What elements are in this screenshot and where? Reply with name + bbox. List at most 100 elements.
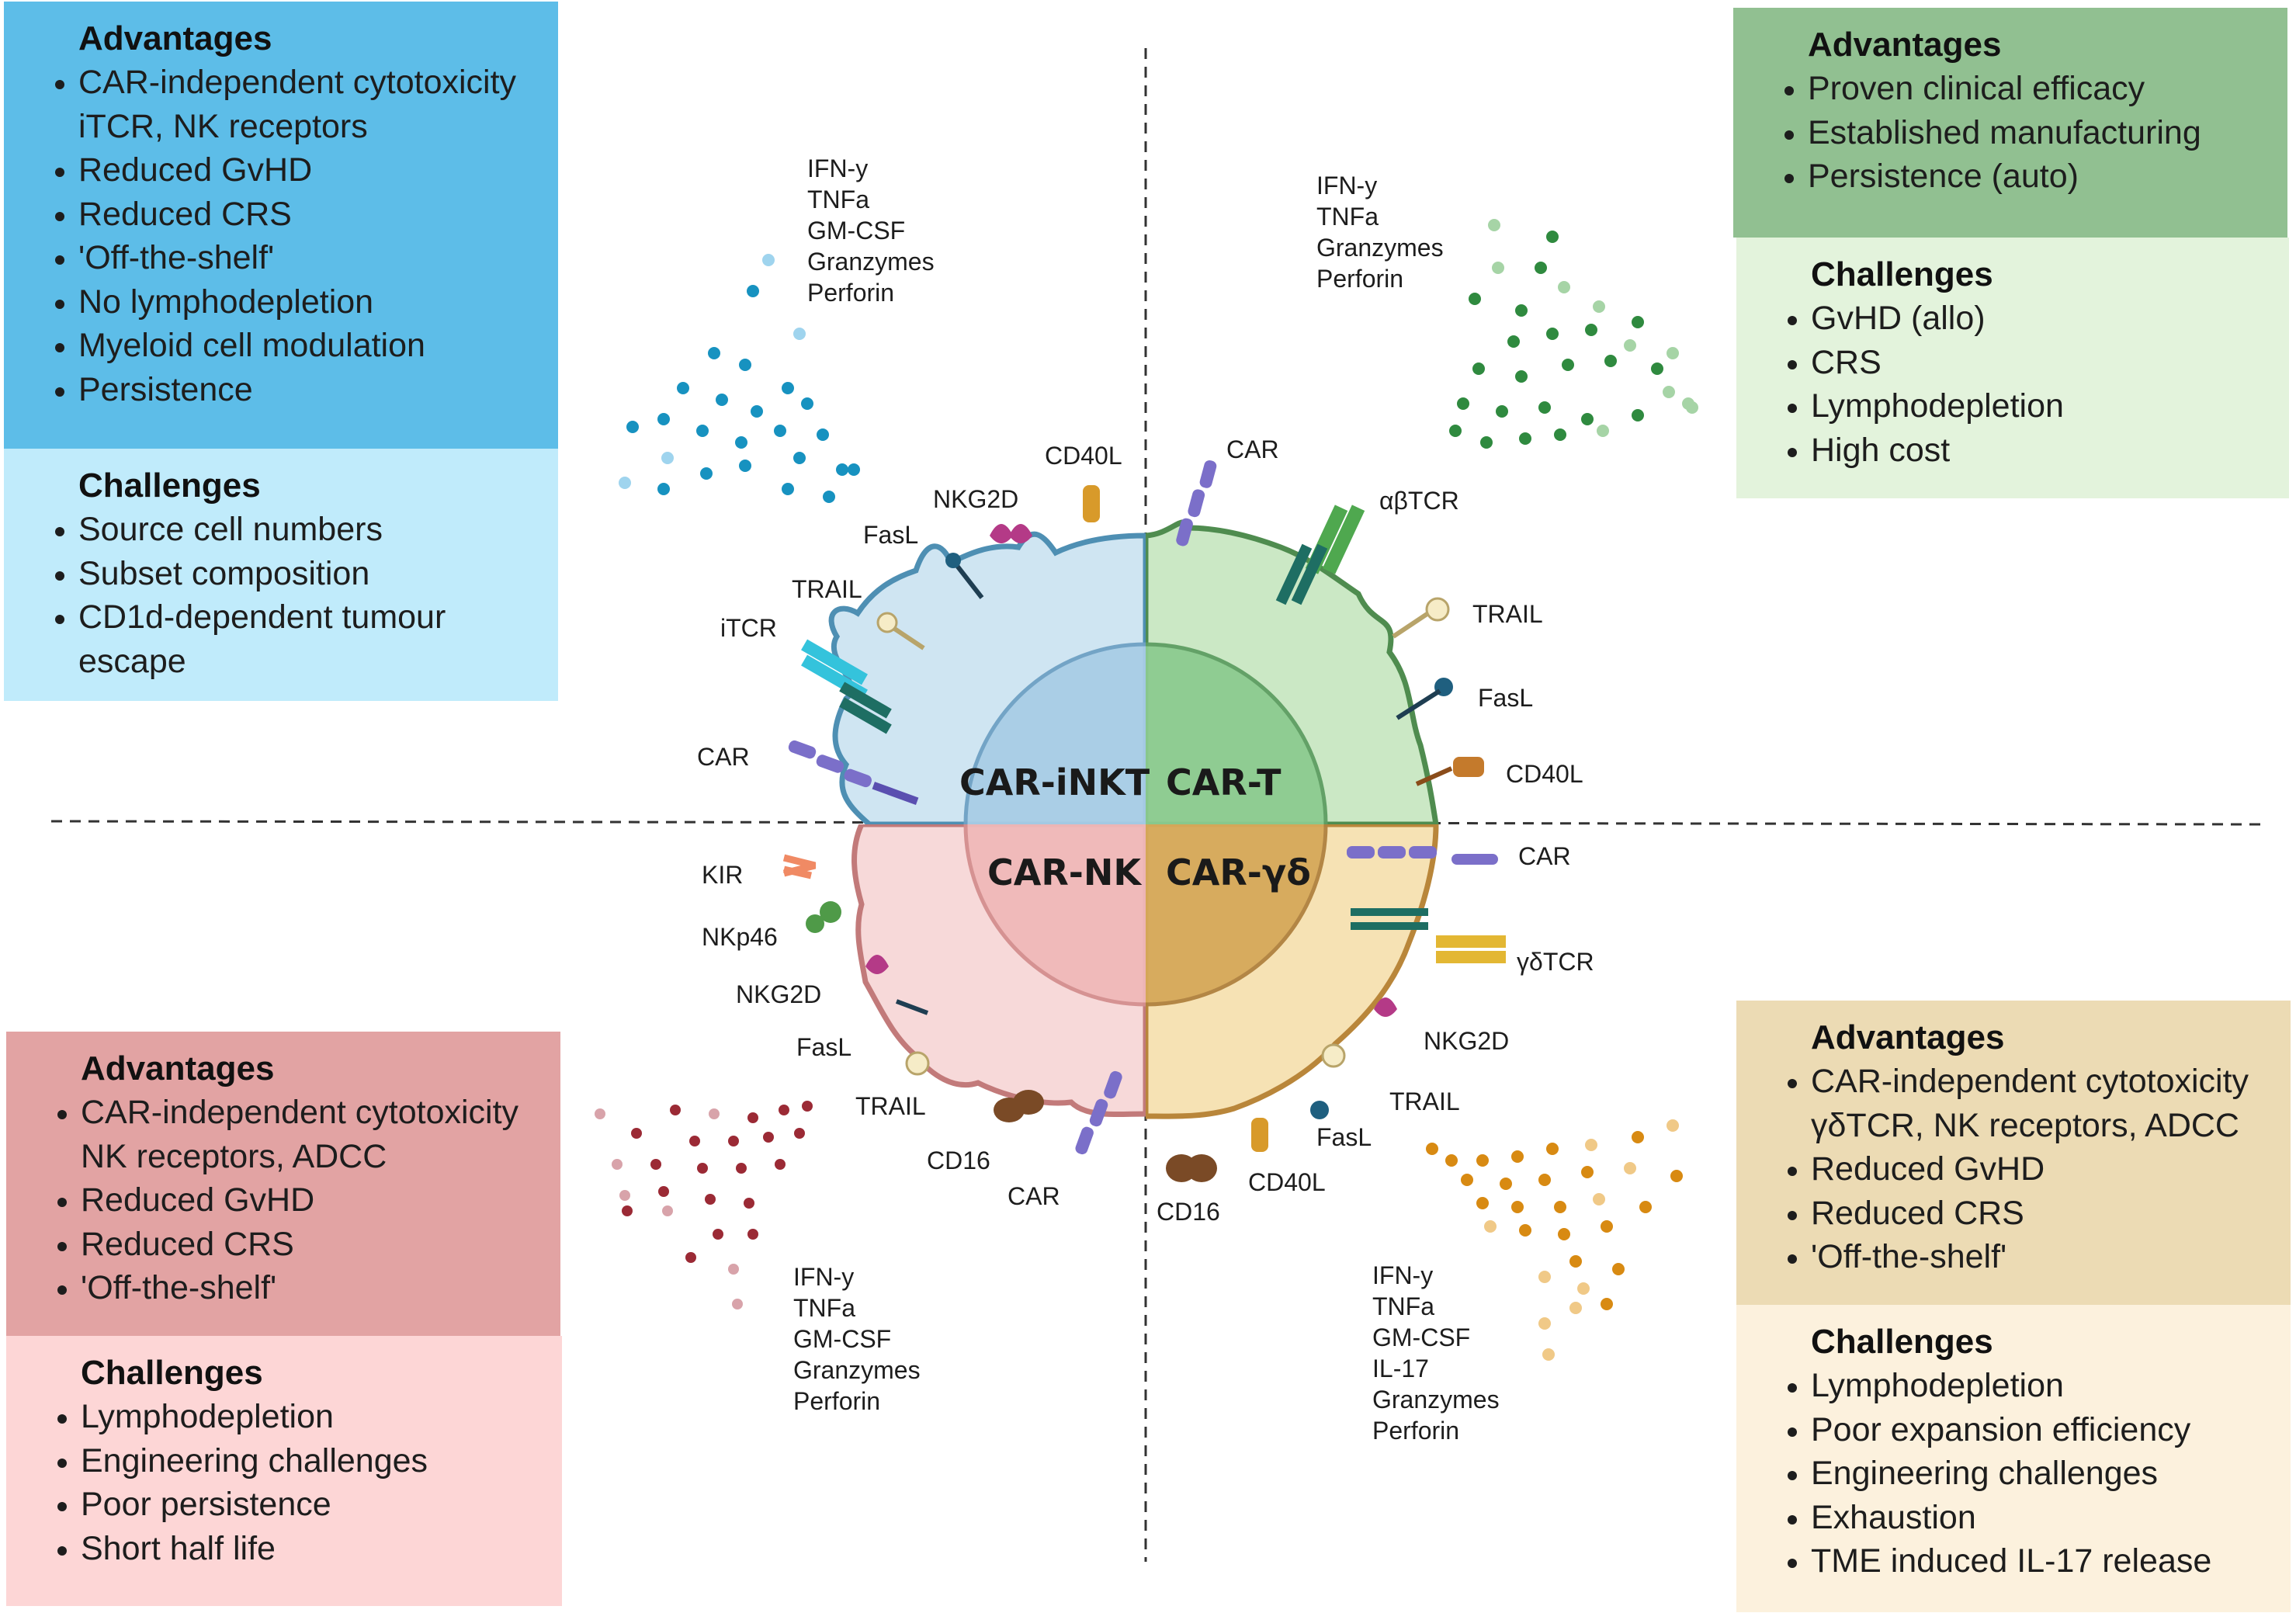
list-item: 'Off-the-shelf' [1811,1235,2264,1279]
gd-challenges-list: Lymphodepletion Poor expansion efficienc… [1767,1364,2264,1584]
gd-cell-name: CAR-γδ [1166,852,1311,893]
nk-advantages-box: Advantages CAR-independent cytotoxicity … [6,1032,560,1336]
list-item: 'Off-the-shelf' [78,236,532,280]
t-challenges-list: GvHD (allo) CRS Lymphodepletion High cos… [1767,297,2263,472]
list-item: Myeloid cell modulation [78,324,532,368]
receptor-label: TRAIL [792,575,862,603]
receptor-label: FasL [1478,684,1533,712]
receptor-label: TRAIL [1389,1087,1460,1115]
inkt-receptors [788,485,1100,806]
cytokine-label: Granzymes [793,1356,921,1384]
receptor-label: CAR [1008,1182,1060,1210]
receptor-label: NKG2D [1424,1027,1509,1055]
nk-receptors [782,854,1122,1155]
receptor-label: FasL [863,521,918,549]
list-item: Reduced GvHD [78,148,532,193]
inkt-cytokine-dots [619,254,860,503]
cytokine-label: Perforin [807,279,894,307]
list-item: 'Off-the-shelf' [81,1266,534,1310]
cytokine-label: Granzymes [1372,1386,1500,1414]
cytokine-label: GM-CSF [1372,1323,1470,1351]
inkt-cell-name: CAR-iNKT [959,761,1150,803]
nk-challenges-list: Lymphodepletion Engineering challenges P… [37,1395,536,1570]
inkt-challenges-list: Source cell numbers Subset composition C… [35,508,532,683]
cytokine-label: IFN-y [807,154,868,182]
cytokine-label: TNFa [793,1294,855,1322]
inkt-advantages-title: Advantages [78,19,272,57]
list-item: Reduced CRS [1811,1192,2264,1236]
list-item: Proven clinical efficacy [1808,67,2261,111]
cytokine-label: IL-17 [1372,1355,1429,1382]
inkt-cell [828,531,1146,824]
list-item: Poor expansion efficiency [1811,1408,2264,1452]
receptor-label: CD40L [1045,442,1122,470]
list-item: Reduced CRS [78,193,532,237]
t-receptors [1176,460,1484,786]
t-cell [1146,519,1439,824]
inkt-challenges-box: Challenges Source cell numbers Subset co… [4,449,558,701]
inkt-advantages-list: CAR-independent cytotoxicity iTCR, NK re… [35,61,532,411]
list-item: Persistence (auto) [1808,154,2261,199]
receptor-label: FasL [1316,1123,1372,1151]
t-advantages-box: Advantages Proven clinical efficacy Esta… [1733,8,2287,238]
cytokine-label: GM-CSF [807,217,905,245]
nk-receptor-labels: KIR NKp46 NKG2D FasL TRAIL CD16 CAR [702,861,1060,1210]
receptor-label: iTCR [720,614,777,642]
t-advantages-list: Proven clinical efficacy Established man… [1764,67,2261,199]
cytokine-label: Perforin [1372,1417,1459,1445]
cytokine-label: IFN-y [793,1263,854,1291]
receptor-label: FasL [796,1033,851,1061]
cytokine-label: Perforin [1316,265,1403,293]
inkt-challenges-title: Challenges [78,467,261,505]
t-receptor-labels: CAR αβTCR TRAIL FasL CD40L [1226,435,1583,788]
t-advantages-title: Advantages [1808,26,2002,64]
list-item: No lymphodepletion [78,280,532,324]
gd-challenges-title: Challenges [1811,1323,1993,1361]
receptor-label: KIR [702,861,743,889]
list-item: Reduced GvHD [81,1178,534,1223]
t-cytokines: IFN-y TNFa Granzymes Perforin [1316,172,1444,293]
cytokine-label: TNFa [807,186,869,213]
list-item: Poor persistence [81,1483,536,1527]
inkt-receptor-labels: CD40L NKG2D FasL TRAIL iTCR CAR [697,442,1122,771]
receptor-label: CAR [697,743,750,771]
t-challenges-box: Challenges GvHD (allo) CRS Lymphodepleti… [1736,238,2289,498]
cytokine-label: TNFa [1372,1292,1434,1320]
list-item: Established manufacturing [1808,111,2261,155]
receptor-label: CAR [1226,435,1279,463]
receptor-label: TRAIL [855,1092,926,1120]
gd-cytokine-dots [1426,1119,1683,1361]
cytokine-label: Granzymes [1316,234,1444,262]
nk-challenges-box: Challenges Lymphodepletion Engineering c… [6,1336,562,1606]
list-item: Engineering challenges [1811,1452,2264,1496]
gd-challenges-box: Challenges Lymphodepletion Poor expansio… [1736,1305,2291,1612]
receptor-label: CD40L [1506,760,1583,788]
cytokine-label: Granzymes [807,248,935,276]
list-item: GvHD (allo) [1811,297,2263,341]
cytokine-label: IFN-y [1316,172,1377,199]
list-item: CAR-independent cytotoxicity γδTCR, NK r… [1811,1060,2264,1147]
receptor-label: NKG2D [933,485,1018,513]
gd-advantages-box: Advantages CAR-independent cytotoxicity … [1736,1001,2291,1305]
list-item: CAR-independent cytotoxicity iTCR, NK re… [78,61,532,148]
cytokine-label: IFN-y [1372,1261,1433,1289]
receptor-label: TRAIL [1472,600,1543,628]
list-item: Subset composition [78,552,532,596]
nk-cell [851,824,1146,1118]
gd-advantages-list: CAR-independent cytotoxicity γδTCR, NK r… [1767,1060,2264,1279]
list-item: CRS [1811,341,2263,385]
nk-advantages-title: Advantages [81,1049,275,1087]
list-item: Source cell numbers [78,508,532,552]
t-challenges-title: Challenges [1811,255,1993,293]
list-item: High cost [1811,428,2263,473]
list-item: Lymphodepletion [1811,384,2263,428]
list-item: TME induced IL-17 release [1811,1539,2264,1584]
receptor-label: CAR [1518,842,1571,870]
list-item: CAR-independent cytotoxicity NK receptor… [81,1091,534,1178]
cytokine-label: GM-CSF [793,1325,891,1353]
list-item: Short half life [81,1527,536,1571]
inkt-advantages-box: Advantages CAR-independent cytotoxicity … [4,2,558,449]
nk-challenges-title: Challenges [81,1354,263,1392]
t-cell-name: CAR-T [1166,761,1282,803]
gd-cell [1146,824,1439,1119]
